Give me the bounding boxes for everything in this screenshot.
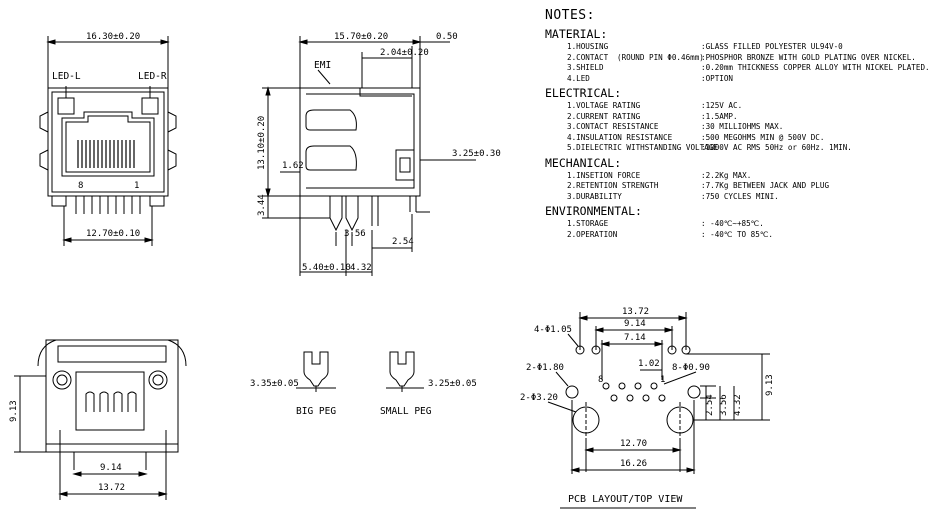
front-pitch-dim: 12.70±0.10 [86, 229, 140, 239]
notes-section-heading: ELECTRICAL: [545, 86, 622, 100]
side-length-dim: 15.70±0.20 [334, 32, 388, 42]
pcb-pin-1: 1 [660, 375, 665, 385]
pcb-dim-1372: 13.72 [622, 307, 649, 317]
side-dim-162: 1.62 [282, 161, 304, 171]
side-height-dim: 13.10±0.20 [257, 116, 267, 170]
pcb-hole-180: 2-Φ1.80 [526, 363, 564, 373]
side-offset-dim: 2.04±0.20 [380, 48, 429, 58]
notes-row-value: :500 MEGOHMS MIN @ 500V DC. [701, 132, 825, 142]
drawing-sheet [14, 36, 770, 509]
notes-title: NOTES: [545, 8, 595, 23]
pcb-hole-105: 4-Φ1.05 [534, 325, 572, 335]
side-dim-356: 3.56 [344, 229, 366, 239]
pcb-dim-914: 9.14 [624, 319, 646, 329]
notes-row-value: :1000V AC RMS 50Hz or 60Hz. 1MIN. [701, 143, 852, 152]
big-peg-label: BIG PEG [296, 406, 336, 417]
notes-row-value: :30 MILLIOHMS MAX. [701, 122, 784, 131]
side-tab-dim: 0.50 [436, 32, 458, 42]
front-view [39, 36, 177, 246]
notes-row-value: : -40℃~+85℃. [701, 219, 764, 228]
rear-dim-913: 9.13 [9, 400, 19, 422]
notes-row-value: :2.2Kg MAX. [701, 170, 752, 180]
notes-row: 3.DURABILITY :750 CYCLES MINI. [545, 192, 897, 203]
notes-row-item: 1.VOLTAGE RATING [567, 101, 641, 110]
notes-row-item: 2.OPERATION [567, 229, 618, 239]
notes-section-heading: ENVIRONMENTAL: [545, 204, 642, 218]
front-width-dim: 16.30±0.20 [86, 32, 140, 42]
front-pin-8: 8 [78, 181, 83, 191]
pcb-dim-432: 4.32 [733, 394, 743, 416]
notes-section-heading: MATERIAL: [545, 27, 608, 41]
side-dim-344: 3.44 [257, 194, 267, 216]
notes-row-item: 5.DIELECTRIC WITHSTANDING VOLTAGE [567, 143, 718, 152]
notes-sections: MATERIAL:1.HOUSING :GLASS FILLED POLYESTE… [545, 27, 930, 241]
notes-row-value: :7.7Kg BETWEEN JACK AND PLUG [701, 181, 830, 190]
pcb-pin-8: 8 [598, 375, 603, 385]
side-view [262, 36, 476, 276]
notes-row-item: 1.STORAGE [567, 219, 609, 228]
notes-row-value: :PHOSPHOR BRONZE WITH GOLD PLATING OVER … [701, 52, 916, 62]
notes-row-value: :0.20mm THICKNESS COPPER ALLOY WITH NICK… [701, 63, 930, 72]
notes-row: 2.CURRENT RATING :1.5AMP. [545, 112, 897, 123]
side-dim-432: 4.32 [350, 263, 372, 273]
notes-row-value: :OPTION [701, 73, 734, 83]
pcb-dim-356: 3.56 [719, 394, 729, 416]
pcb-dim-102: 1.02 [638, 359, 660, 369]
notes-row-item: 1.INSETION FORCE [567, 170, 641, 180]
rear-dim-914: 9.14 [100, 463, 122, 473]
pcb-layout [547, 312, 770, 509]
pcb-hole-320: 2-Φ3.20 [520, 393, 558, 403]
led-left-label: LED-L [52, 71, 81, 82]
notes-row: 1.VOLTAGE RATING :125V AC. [545, 101, 897, 112]
small-peg-dim: 3.25±0.05 [428, 379, 477, 389]
notes-panel: NOTES: MATERIAL:1.HOUSING :GLASS FILLED P… [545, 8, 930, 241]
notes-row: 1.HOUSING :GLASS FILLED POLYESTER UL94V-0 [545, 42, 897, 53]
notes-row: 1.STORAGE : -40℃~+85℃. [545, 219, 897, 230]
notes-row-value: :125V AC. [701, 101, 743, 110]
notes-row: 2.RETENTION STRENGTH :7.7Kg BETWEEN JACK … [545, 181, 897, 192]
pcb-hole-090: 8-Φ0.90 [672, 363, 710, 373]
emi-label: EMI [314, 60, 331, 71]
pcb-dim-1270: 12.70 [620, 439, 647, 449]
notes-row: 3.SHIELD :0.20mm THICKNESS COPPER ALLOY W… [545, 63, 930, 74]
peg-views [296, 351, 424, 392]
notes-row-item: 2.CONTACT [567, 52, 609, 62]
small-peg-label: SMALL PEG [380, 406, 432, 417]
notes-row-item: 3.SHIELD [567, 63, 604, 72]
led-right-label: LED-R [138, 71, 167, 82]
notes-row-item: 2.CURRENT RATING [567, 111, 641, 121]
side-dim-540: 5.40±0.10 [302, 263, 351, 273]
notes-row: 5.DIELECTRIC WITHSTANDING VOLTAGE:1000V … [545, 143, 897, 154]
notes-row-item: 3.DURABILITY [567, 191, 622, 201]
notes-row: 3.CONTACT RESISTANCE :30 MILLIOHMS MAX. [545, 122, 897, 133]
notes-row-item: 3.CONTACT RESISTANCE [567, 122, 659, 131]
notes-row-value: :750 CYCLES MINI. [701, 191, 779, 201]
notes-section-heading: MECHANICAL: [545, 155, 622, 170]
pcb-dim-1626: 16.26 [620, 459, 647, 469]
pcb-dim-913: 9.13 [765, 374, 775, 396]
front-pin-1: 1 [134, 181, 139, 191]
notes-row: 2.CONTACT (ROUND PIN Φ0.46mm):PHOSPHOR BR… [545, 52, 916, 64]
notes-row: 4.LED :OPTION [545, 74, 897, 85]
notes-row-value: : -40℃ TO 85℃. [701, 229, 773, 239]
notes-row-value: :1.5AMP. [701, 111, 738, 121]
notes-row-item: 4.INSULATION RESISTANCE [567, 132, 673, 142]
rear-view [14, 339, 187, 500]
notes-row: 2.OPERATION : -40℃ TO 85℃. [545, 230, 897, 241]
notes-row: 4.INSULATION RESISTANCE :500 MEGOHMS MIN … [545, 133, 897, 144]
notes-row-item: 1.HOUSING [567, 42, 609, 51]
big-peg-dim: 3.35±0.05 [250, 379, 299, 389]
side-dim-325: 3.25±0.30 [452, 149, 501, 159]
notes-row: 1.INSETION FORCE :2.2Kg MAX. [545, 171, 897, 182]
side-dim-254: 2.54 [392, 237, 414, 247]
dimension-labels: 16.30±0.20 LED-L LED-R 8 1 12.70±0.10 15… [9, 32, 775, 493]
pcb-caption: PCB LAYOUT/TOP VIEW [568, 494, 683, 505]
notes-row-extra: (ROUND PIN Φ0.46mm) [617, 52, 704, 62]
notes-row-item: 4.LED [567, 73, 590, 83]
rear-dim-1372: 13.72 [98, 483, 125, 493]
pcb-dim-254: 2.54 [705, 394, 715, 416]
notes-row-value: :GLASS FILLED POLYESTER UL94V-0 [701, 42, 843, 51]
notes-row-item: 2.RETENTION STRENGTH [567, 181, 659, 190]
pcb-dim-714: 7.14 [624, 333, 646, 343]
